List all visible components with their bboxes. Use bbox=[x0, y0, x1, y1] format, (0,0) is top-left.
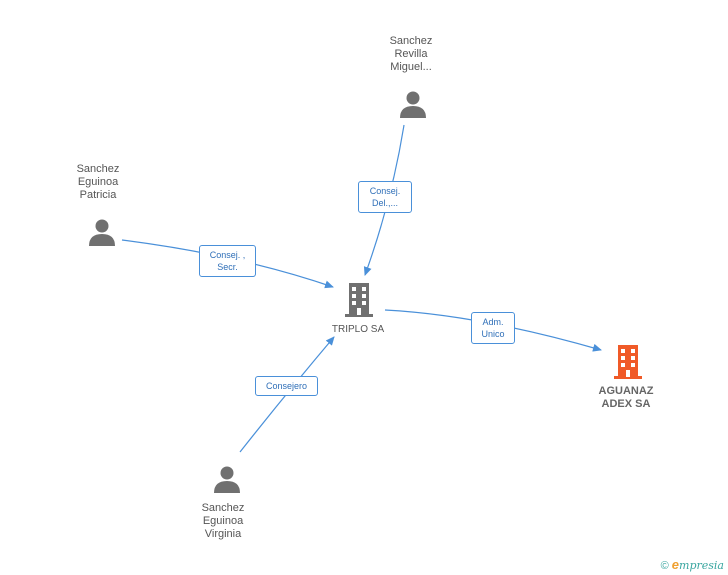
copyright-icon: © bbox=[660, 560, 669, 572]
edge-label-triplo-aguanaz[interactable]: Adm. Unico bbox=[471, 312, 515, 344]
brand-logo-initial: e bbox=[671, 557, 680, 572]
person-icon[interactable] bbox=[212, 465, 242, 493]
node-label-aguanaz[interactable]: AGUANAZ ADEX SA bbox=[598, 385, 654, 410]
node-label-patricia[interactable]: Sanchez Eguinoa Patricia bbox=[76, 163, 120, 201]
footer-brand: © empresia bbox=[661, 557, 724, 572]
edge-label-patricia-triplo[interactable]: Consej. , Secr. bbox=[199, 245, 256, 277]
node-label-revilla[interactable]: Sanchez Revilla Miguel... bbox=[389, 35, 433, 73]
person-icon[interactable] bbox=[87, 218, 117, 246]
node-label-virginia[interactable]: Sanchez Eguinoa Virginia bbox=[201, 502, 245, 540]
building-icon[interactable] bbox=[345, 281, 373, 317]
edge-label-revilla-triplo[interactable]: Consej. Del.,... bbox=[358, 181, 412, 213]
person-icon[interactable] bbox=[398, 90, 428, 118]
building-icon[interactable] bbox=[614, 343, 642, 379]
edge-label-virginia-triplo[interactable]: Consejero bbox=[255, 376, 318, 396]
brand-logo-text: mpresia bbox=[679, 559, 724, 572]
node-label-triplo[interactable]: TRIPLO SA bbox=[331, 324, 385, 335]
